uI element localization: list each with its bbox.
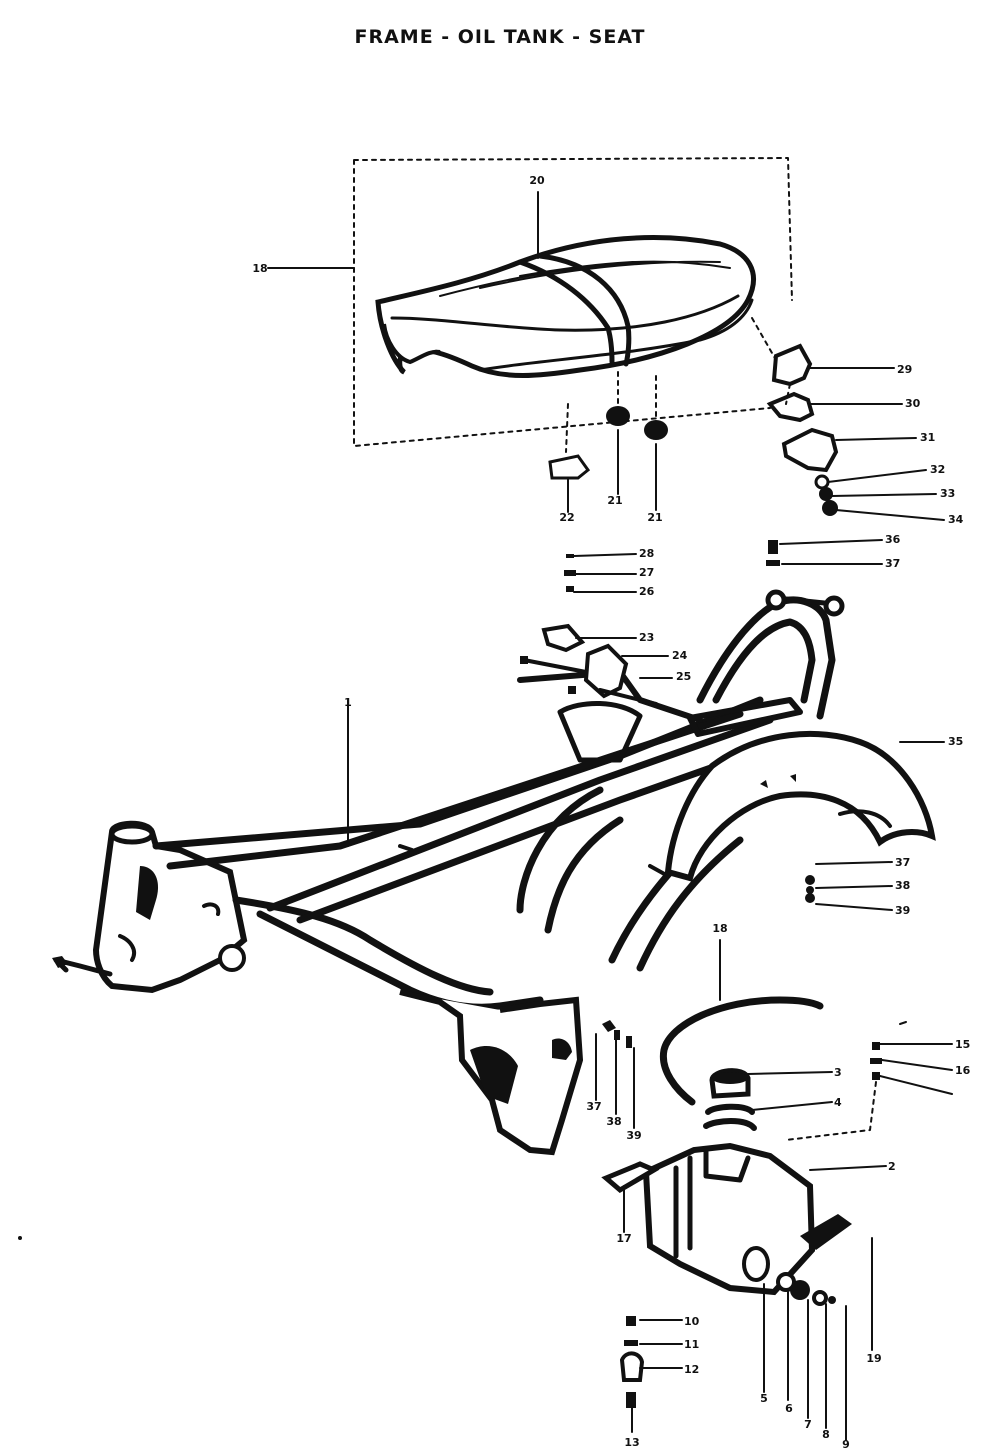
callout-15: 15 [955,1038,970,1051]
bracket-23 [541,623,586,653]
callout-28: 28 [639,547,654,560]
callout-35: 35 [948,735,963,748]
callout-12: 12 [684,1363,699,1376]
callout-22: 22 [559,511,574,524]
callout-3: 3 [834,1066,842,1079]
seat-grommet-21b [644,420,668,440]
seat-lock-parts [751,317,839,516]
callout-29: 29 [897,363,912,376]
seat-hardware [548,371,668,480]
seat-hinge-22 [548,454,591,480]
callout-39: 39 [895,904,910,917]
callout-10: 10 [684,1315,700,1328]
callout-19: 19 [866,1352,881,1365]
bolt-stacks [564,540,780,592]
oil-tank-2 [642,1142,816,1296]
callout-39: 39 [626,1129,641,1142]
callout-labels: 1234567891011121315161819171820212122232… [252,174,970,1451]
callout-27: 27 [639,566,654,579]
callout-21: 21 [647,511,662,524]
oil-tank-assembly [601,939,882,1408]
frame [52,589,845,1156]
seat [375,235,756,378]
battery-bracket-parts [520,623,658,706]
callout-38: 38 [606,1115,621,1128]
stray-mark-2 [899,1021,907,1025]
callout-37: 37 [885,557,900,570]
seat-lock-29 [771,343,813,387]
callout-24: 24 [672,649,688,662]
seat-lock-bracket-30 [766,391,815,423]
cap-gasket-4 [703,1103,757,1131]
callout-18: 18 [712,922,727,935]
callout-20: 20 [529,174,545,187]
callout-2: 2 [888,1160,896,1173]
callout-5: 5 [760,1392,768,1405]
seat-group-dashed-box [353,157,793,447]
callout-7: 7 [804,1418,812,1431]
tank-band-17 [601,1161,660,1194]
seat-lock-bracket-31 [781,427,839,473]
callout-36: 36 [885,533,901,546]
washer-33 [819,487,833,501]
callout-13: 13 [624,1436,639,1449]
callout-30: 30 [905,397,921,410]
callout-11: 11 [684,1338,699,1351]
callout-25: 25 [676,670,691,683]
callout-6: 6 [785,1402,793,1415]
breather-hose-18 [659,996,824,1106]
callout-18: 18 [252,262,267,275]
callout-38: 38 [895,879,910,892]
callout-33: 33 [940,487,955,500]
callout-23: 23 [639,631,654,644]
leader-lines [267,191,953,1441]
callout-21: 21 [607,494,622,507]
washer-32 [814,474,830,490]
callout-9: 9 [842,1438,850,1451]
callout-37: 37 [586,1100,601,1113]
seat-grommet-21 [606,406,630,426]
bracket-24 [583,643,629,699]
callout-37: 37 [895,856,910,869]
callout-34: 34 [948,513,964,526]
tank-pad-19 [800,1214,852,1250]
stray-mark [18,1236,22,1240]
nut-34 [822,500,838,516]
seat-assembly-group [353,157,793,447]
callout-17: 17 [616,1232,631,1245]
callout-8: 8 [822,1428,830,1441]
callout-16: 16 [955,1064,971,1077]
fender-bolt-stack [805,875,815,903]
callout-4: 4 [834,1096,842,1109]
diagram-title: FRAME - OIL TANK - SEAT [354,26,646,48]
rear-fender [664,730,936,882]
callout-31: 31 [920,431,935,444]
callout-32: 32 [930,463,945,476]
callout-26: 26 [639,585,655,598]
